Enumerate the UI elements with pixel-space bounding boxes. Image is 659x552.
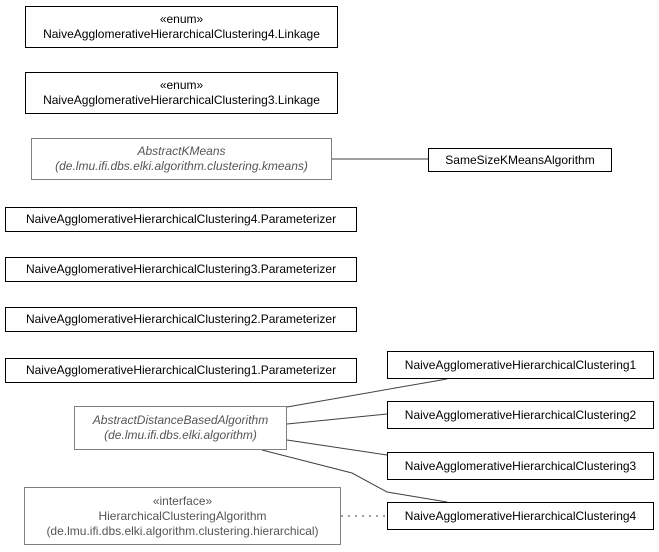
class-nahc4-parameterizer[interactable]: NaiveAgglomerativeHierarchicalClustering… bbox=[5, 207, 357, 232]
class-name: NaiveAgglomerativeHierarchicalClustering… bbox=[404, 407, 637, 422]
class-name: NaiveAgglomerativeHierarchicalClustering… bbox=[43, 93, 320, 107]
package-name: (de.lmu.ifi.dbs.elki.algorithm.clusterin… bbox=[46, 523, 319, 538]
class-nahc2[interactable]: NaiveAgglomerativeHierarchicalClustering… bbox=[387, 401, 654, 429]
class-nahc1[interactable]: NaiveAgglomerativeHierarchicalClustering… bbox=[387, 351, 654, 379]
class-samesize-kmeans[interactable]: SameSizeKMeansAlgorithm bbox=[428, 148, 612, 172]
class-name: NaiveAgglomerativeHierarchicalClustering… bbox=[404, 508, 637, 523]
class-name: NaiveAgglomerativeHierarchicalClustering… bbox=[25, 312, 337, 326]
class-abstract-distance-based-algorithm[interactable]: AbstractDistanceBasedAlgorithm (de.lmu.i… bbox=[74, 406, 287, 450]
class-name: NaiveAgglomerativeHierarchicalClustering… bbox=[404, 458, 637, 473]
class-name: NaiveAgglomerativeHierarchicalClustering… bbox=[404, 357, 637, 372]
enum-nahc4-linkage[interactable]: «enum» NaiveAgglomerativeHierarchicalClu… bbox=[25, 6, 338, 48]
class-nahc1-parameterizer[interactable]: NaiveAgglomerativeHierarchicalClustering… bbox=[5, 358, 357, 383]
class-nahc3[interactable]: NaiveAgglomerativeHierarchicalClustering… bbox=[387, 452, 654, 480]
edge-abstractdistance-nahc3 bbox=[286, 439, 388, 456]
class-name: NaiveAgglomerativeHierarchicalClustering… bbox=[25, 262, 337, 276]
enum-nahc3-linkage[interactable]: «enum» NaiveAgglomerativeHierarchicalClu… bbox=[25, 72, 338, 114]
class-name: SameSizeKMeansAlgorithm bbox=[445, 152, 595, 167]
class-name: NaiveAgglomerativeHierarchicalClustering… bbox=[25, 212, 337, 226]
stereotype-label: «interface» bbox=[152, 493, 213, 508]
class-nahc2-parameterizer[interactable]: NaiveAgglomerativeHierarchicalClustering… bbox=[5, 307, 357, 332]
class-name: HierarchicalClusteringAlgorithm bbox=[98, 508, 267, 523]
class-name: NaiveAgglomerativeHierarchicalClustering… bbox=[43, 27, 320, 41]
class-abstract-kmeans[interactable]: AbstractKMeans (de.lmu.ifi.dbs.elki.algo… bbox=[31, 138, 332, 180]
class-name: NaiveAgglomerativeHierarchicalClustering… bbox=[25, 363, 337, 377]
edge-abstractdistance-nahc2 bbox=[286, 413, 388, 425]
class-nahc3-parameterizer[interactable]: NaiveAgglomerativeHierarchicalClustering… bbox=[5, 257, 357, 282]
edge-abstractdistance-nahc4 bbox=[261, 449, 448, 503]
stereotype-label: «enum» bbox=[159, 12, 204, 26]
edge-abstractdistance-nahc1 bbox=[286, 378, 448, 408]
class-name: AbstractDistanceBasedAlgorithm bbox=[92, 413, 269, 427]
class-name: AbstractKMeans bbox=[137, 144, 226, 158]
package-name: (de.lmu.ifi.dbs.elki.algorithm.clusterin… bbox=[55, 159, 308, 173]
stereotype-label: «enum» bbox=[159, 78, 204, 92]
package-name: (de.lmu.ifi.dbs.elki.algorithm) bbox=[104, 428, 257, 442]
interface-hierarchical-clustering-algorithm[interactable]: «interface» HierarchicalClusteringAlgori… bbox=[24, 487, 341, 545]
class-nahc4[interactable]: NaiveAgglomerativeHierarchicalClustering… bbox=[387, 502, 654, 530]
